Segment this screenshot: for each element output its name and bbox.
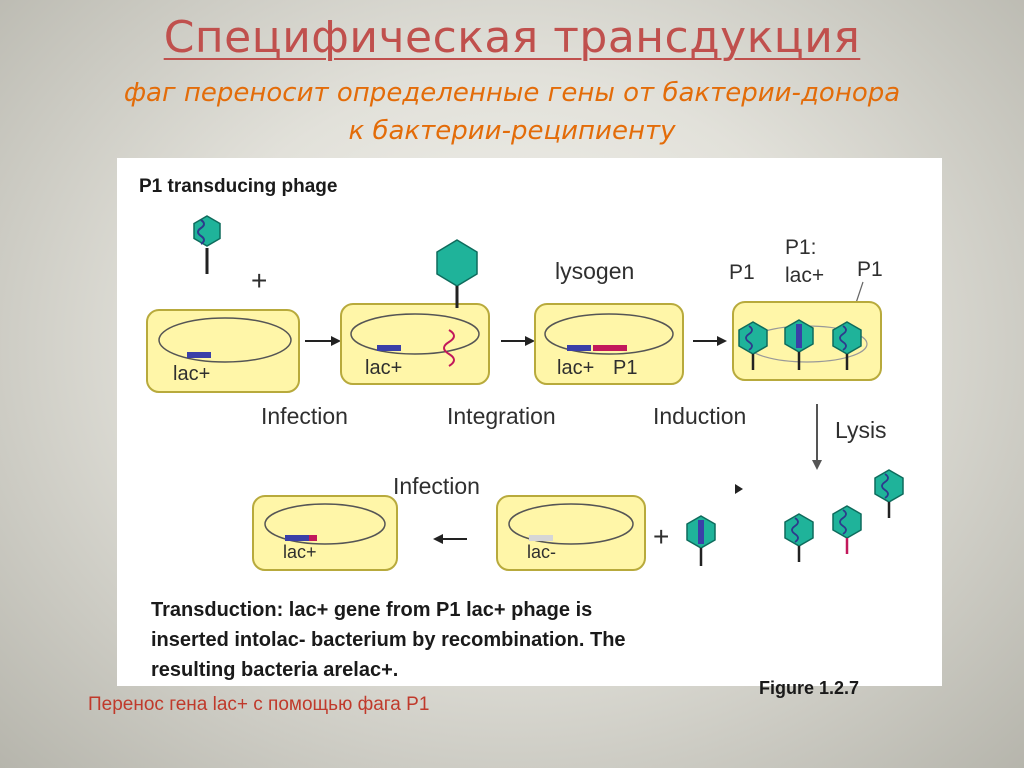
cell-infection: lac+ <box>146 309 300 393</box>
cell-integration: lac+ <box>340 239 490 385</box>
step-induction-label: Induction <box>653 403 746 429</box>
p1-left-label: P1 <box>729 261 755 284</box>
description-line1: Transduction: lac+ gene from P1 lac+ pha… <box>151 599 592 621</box>
p1-right-label: P1 <box>857 258 883 281</box>
slide-subtitle-line1: фаг переносит определенные гены от бакте… <box>123 78 901 108</box>
phage-icon <box>784 319 814 370</box>
transduction-figure: P1 transducing phage + lac+ lac+ <box>117 158 942 698</box>
lac-gene <box>187 352 211 358</box>
description-line3: resulting bacteria arelac+. <box>151 659 398 681</box>
cell-lysogen: lac+ P1 <box>534 303 684 385</box>
figure-heading: P1 transducing phage <box>139 176 337 197</box>
p1-lac-label-line2: lac+ <box>785 264 824 287</box>
slide-subtitle-line2: к бактерии-реципиенту <box>348 116 676 146</box>
cell1-label: lac+ <box>173 363 210 385</box>
figure-number: Figure 1.2.7 <box>759 678 859 698</box>
phage-icon <box>738 321 768 370</box>
phage-icon <box>832 321 862 370</box>
phage-icon <box>874 469 904 518</box>
transducing-phage-icon <box>193 215 221 274</box>
description-line2: inserted intolac- bacterium by recombina… <box>151 629 626 651</box>
cell2-label: lac+ <box>365 357 402 379</box>
arrow-icon <box>525 336 535 346</box>
arrow-icon <box>331 336 341 346</box>
cell-recipient: lac- <box>496 495 646 571</box>
step-infection2-label: Infection <box>393 473 480 499</box>
plus-sign-bottom: + <box>653 521 669 552</box>
lysogen-label: lysogen <box>555 258 634 284</box>
step-lysis-label: Lysis <box>835 417 887 443</box>
arrow-down-icon <box>812 460 822 470</box>
slide-title: Специфическая трансдукция <box>163 12 861 63</box>
step-infection-label: Infection <box>261 403 348 429</box>
p1-lac-label-line1: P1: <box>785 236 817 259</box>
phage-icon <box>784 513 814 562</box>
cell-induction <box>732 301 882 381</box>
cell3-label-lac: lac+ <box>557 357 594 379</box>
cell-transduced: lac+ <box>252 495 398 571</box>
cell6-label: lac+ <box>283 542 317 562</box>
cell3-label-p1: P1 <box>613 357 637 379</box>
cell5-label: lac- <box>527 542 556 562</box>
arrow-icon <box>735 484 743 494</box>
plus-sign-top: + <box>251 265 267 296</box>
slide-caption: Перенос гена lac+ с помощью фага P1 <box>88 694 430 715</box>
phage-icon <box>832 505 862 554</box>
phage-icon <box>686 515 716 566</box>
transduction-diagram: P1 transducing phage + lac+ lac+ <box>139 176 904 698</box>
arrow-left-icon <box>433 534 443 544</box>
step-integration-label: Integration <box>447 403 556 429</box>
arrow-icon <box>717 336 727 346</box>
